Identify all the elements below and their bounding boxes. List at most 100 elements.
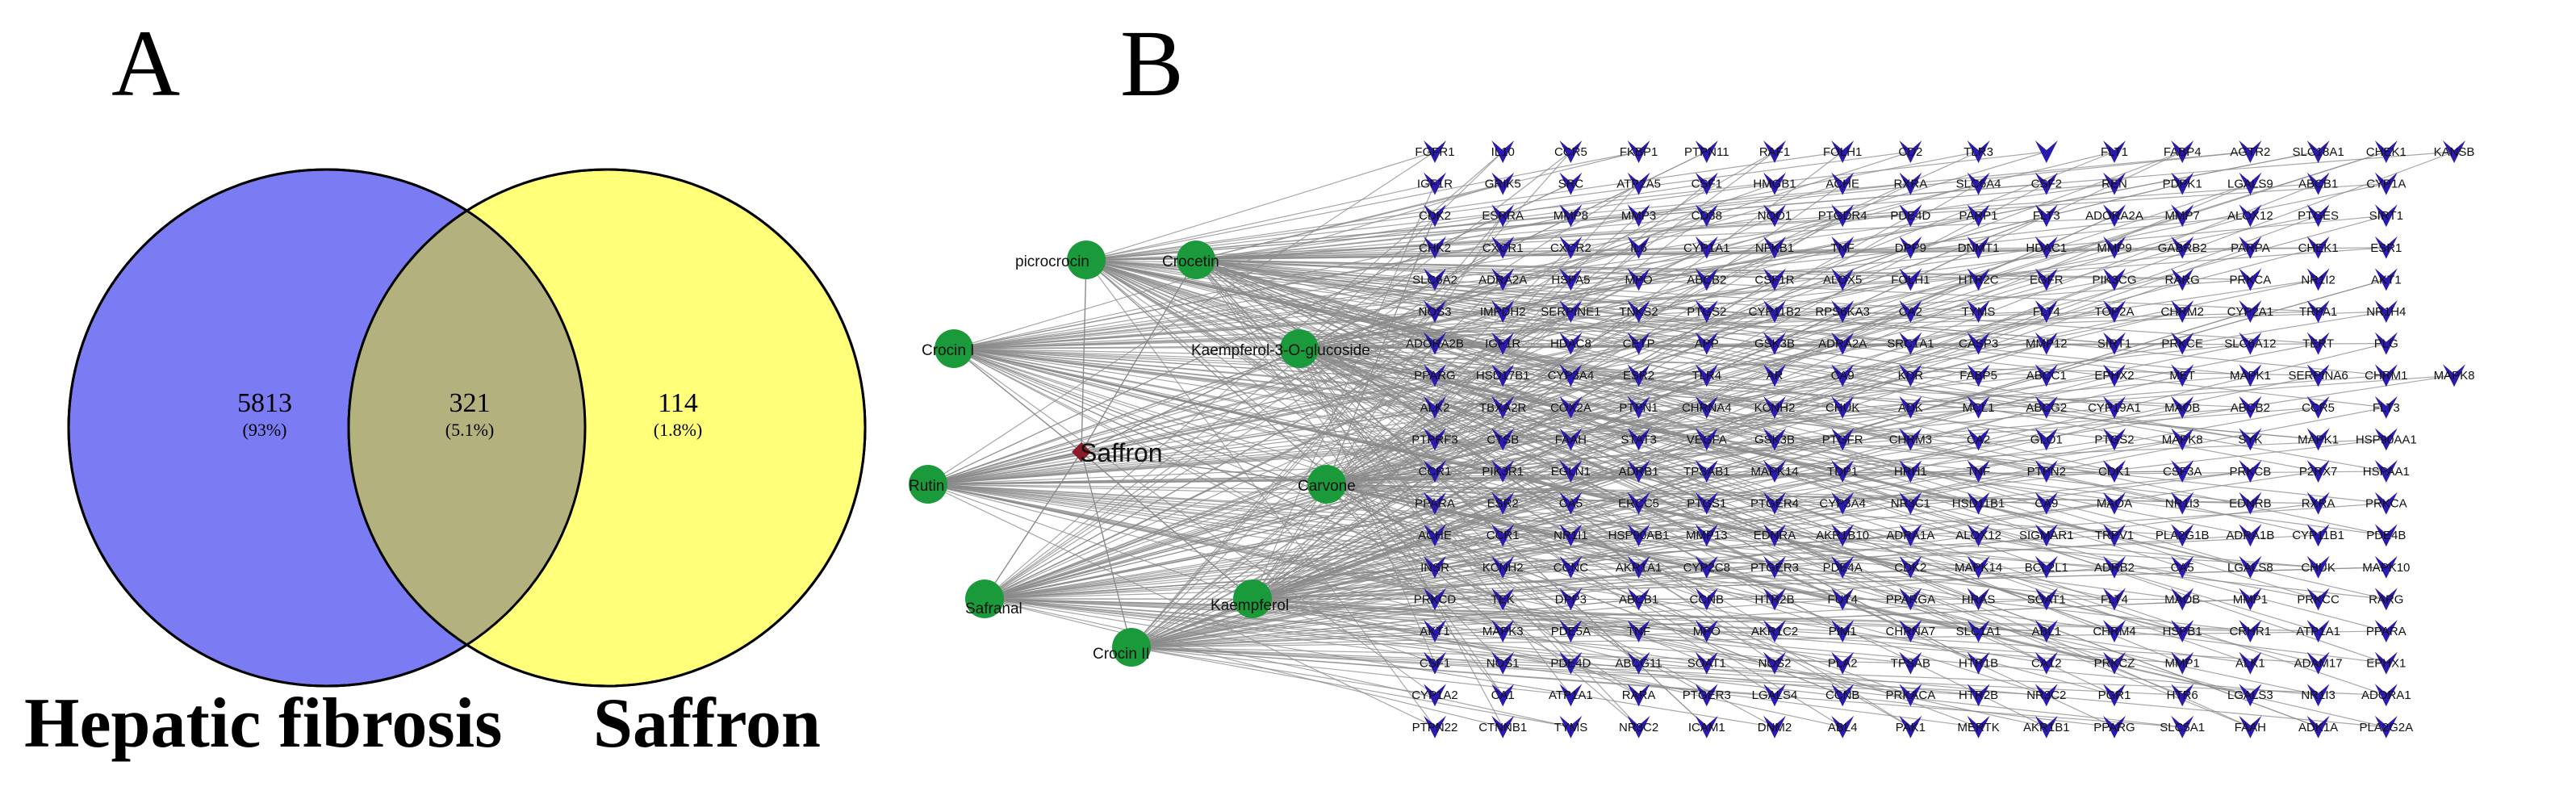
target-label: PTGER4 bbox=[1750, 497, 1799, 511]
target-label: CHRM2 bbox=[2161, 305, 2204, 319]
target-label: TYMS bbox=[1962, 305, 1996, 319]
target-node bbox=[2306, 268, 2330, 291]
network-edge bbox=[953, 215, 1639, 349]
target-node bbox=[2374, 395, 2398, 419]
target-label: PTGER3 bbox=[1750, 561, 1799, 575]
target-label: TEK bbox=[1491, 592, 1515, 606]
target-label: MMP3 bbox=[1621, 209, 1656, 223]
target-label: ICAM1 bbox=[1688, 721, 1725, 734]
network-edge bbox=[1195, 151, 2251, 261]
target-node bbox=[2171, 492, 2194, 515]
target-node bbox=[1831, 684, 1855, 707]
network-edge bbox=[1195, 259, 2115, 696]
target-node bbox=[2103, 332, 2126, 355]
target-label: ATP1A1 bbox=[2296, 625, 2340, 638]
target-label: CA1 bbox=[1491, 688, 1515, 702]
target-label: FOLH1 bbox=[1891, 273, 1930, 287]
network-edge bbox=[1131, 646, 2183, 728]
network-edge bbox=[1131, 646, 1571, 696]
target-node bbox=[2374, 172, 2398, 195]
network-edge bbox=[984, 598, 2319, 632]
target-label: PDPK1 bbox=[2163, 178, 2202, 191]
network-edge bbox=[1085, 259, 1843, 728]
target-node bbox=[1899, 555, 1922, 579]
target-label: ABCB1 bbox=[1619, 592, 1658, 606]
target-label: CD38 bbox=[1692, 209, 1722, 223]
target-node bbox=[1559, 428, 1583, 451]
network-edge bbox=[984, 567, 1436, 600]
network-edge bbox=[1085, 259, 1911, 728]
target-label: PTGS2 bbox=[1687, 305, 1726, 319]
venn-overlap-count: 321 bbox=[450, 388, 491, 418]
target-label: RPS6KA3 bbox=[1815, 305, 1870, 319]
target-label: MAOB bbox=[2164, 401, 2200, 415]
target-node bbox=[1763, 364, 1786, 387]
network-edge bbox=[1326, 483, 2319, 696]
target-node bbox=[1967, 300, 1990, 323]
target-label: TLR4 bbox=[1692, 369, 1721, 383]
target-label: AR bbox=[1767, 369, 1784, 383]
network-edge bbox=[1195, 183, 1911, 261]
target-node bbox=[1424, 395, 1446, 419]
network-edge bbox=[1085, 259, 2251, 440]
target-node bbox=[1424, 428, 1446, 451]
target-label: FKBP1 bbox=[1620, 145, 1658, 159]
network-edge bbox=[984, 534, 1707, 600]
target-label: ALK1 bbox=[2235, 657, 2265, 671]
network-edge bbox=[1195, 259, 2115, 408]
target-node bbox=[2103, 428, 2126, 451]
network-edge bbox=[1195, 259, 1843, 632]
network-edge bbox=[1298, 348, 1503, 440]
hub-edge bbox=[1081, 451, 1328, 485]
target-label: SLC1A1 bbox=[1956, 625, 2001, 638]
target-label: ADORA2A bbox=[2085, 209, 2143, 223]
network-edge bbox=[984, 438, 1775, 600]
target-label: ADRB1 bbox=[1619, 465, 1659, 479]
target-node bbox=[1695, 620, 1718, 642]
target-node bbox=[2103, 236, 2126, 259]
compound-label: Safranal bbox=[965, 600, 1022, 617]
target-label: SYK bbox=[2238, 433, 2262, 446]
target-node bbox=[1559, 172, 1583, 195]
target-node bbox=[1899, 140, 1922, 163]
target-node bbox=[2239, 332, 2262, 355]
target-label: PARPA bbox=[2231, 241, 2270, 255]
target-node bbox=[1424, 364, 1446, 387]
venn-right-percent: (1.8%) bbox=[654, 420, 702, 440]
target-node bbox=[1424, 332, 1446, 355]
target-node bbox=[2374, 332, 2398, 355]
target-label: EDNRB bbox=[2229, 497, 2272, 511]
target-label: PRKCZ bbox=[2094, 657, 2135, 671]
target-label: HMGB1 bbox=[1753, 178, 1796, 191]
target-label: MPO bbox=[1693, 625, 1721, 638]
target-node bbox=[2374, 492, 2398, 515]
target-label: NR1I1 bbox=[1554, 529, 1588, 542]
compound-label: Kaempferol bbox=[1211, 597, 1289, 614]
target-label: HTR2B bbox=[1754, 592, 1794, 606]
target-node bbox=[1559, 460, 1583, 483]
target-node bbox=[1695, 300, 1718, 323]
target-node bbox=[2443, 140, 2465, 163]
target-node bbox=[2374, 236, 2398, 259]
target-node bbox=[1967, 428, 1990, 451]
network-edge bbox=[984, 598, 1979, 696]
network-edge bbox=[1131, 646, 1436, 696]
target-label: HDAC1 bbox=[2026, 241, 2067, 255]
target-node bbox=[2171, 268, 2194, 291]
target-label: PTGES bbox=[2298, 209, 2339, 223]
target-label: CYP3A4 bbox=[1819, 497, 1866, 511]
network-edge bbox=[953, 311, 1503, 349]
network-edge bbox=[984, 598, 1503, 728]
target-label: MERTK bbox=[1957, 721, 1999, 734]
target-node bbox=[2374, 140, 2398, 163]
target-label: HSP90AB1 bbox=[1608, 529, 1670, 542]
target-label: ADORA1 bbox=[2361, 688, 2411, 702]
target-label: CA12 bbox=[2031, 657, 2062, 671]
network-edge bbox=[1195, 259, 1436, 280]
compound-node bbox=[1177, 241, 1215, 279]
network-edge bbox=[953, 348, 1571, 504]
target-label: CHUK bbox=[2301, 561, 2336, 575]
target-label: ABL1 bbox=[2031, 625, 2061, 638]
network-edge bbox=[1326, 215, 2251, 485]
network-edge bbox=[1195, 259, 1708, 600]
